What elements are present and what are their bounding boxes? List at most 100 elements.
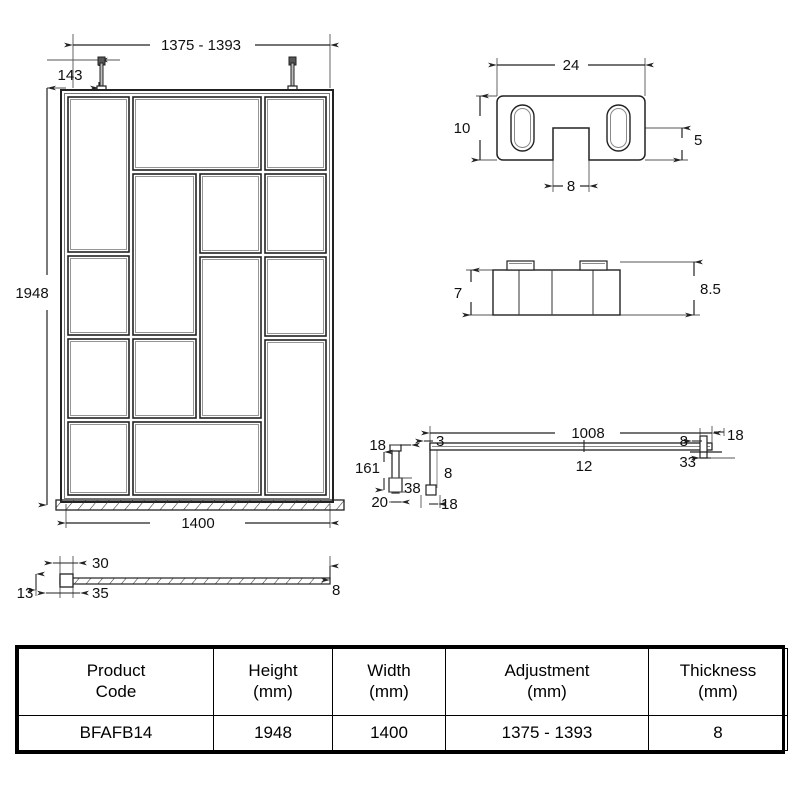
dim-base-profile-c-label: 35 (92, 585, 109, 602)
bracket-side-view: 7 8.5 (454, 259, 721, 318)
spec-table-header-row: Product Code Height (mm) Width (mm) Adju… (18, 648, 788, 716)
dim-base-width-label: 1400 (181, 515, 214, 532)
floor-hatch-band (55, 499, 345, 511)
bracket-slot-left (510, 104, 535, 152)
bracket-side-body (492, 269, 621, 316)
bracket-side-tab-left (506, 260, 535, 271)
spec-table-container: Product Code Height (mm) Width (mm) Adju… (15, 645, 788, 754)
dim-arm-left-height-label: 161 (355, 460, 380, 477)
pane-left-mid (67, 255, 130, 336)
dim-bracket-width: 24 (488, 57, 654, 74)
header-adjustment-line2: (mm) (527, 682, 567, 701)
header-adjustment-line1: Adjustment (504, 661, 590, 681)
dim-arm-right-bottom-label: 33 (679, 454, 696, 471)
base-profile-extension-lines (35, 556, 331, 598)
dim-bracket-right-label: 5 (694, 132, 702, 149)
dim-arm-vert-label: 8 (444, 465, 452, 482)
spec-table-head: Product Code Height (mm) Width (mm) Adju… (18, 648, 788, 716)
pane-far-right-upper (264, 173, 327, 254)
product-spec-table: Product Code Height (mm) Width (mm) Adju… (18, 648, 788, 751)
support-arm-body (425, 435, 722, 496)
dim-bracket-side-right-label: 8.5 (700, 281, 721, 298)
header-width: Width (mm) (332, 648, 446, 716)
dim-base-profile-d: 8 (321, 563, 340, 599)
support-arm-left-profile: 18 161 38 20 (355, 437, 421, 511)
glass-profile-bracket (59, 573, 74, 588)
dim-arm-top: 3 (415, 433, 444, 450)
dim-bracket-side-right: 8.5 (685, 259, 721, 318)
dim-bracket-height: 10 (454, 93, 489, 163)
pane-center-wide-top (132, 96, 262, 171)
header-thickness-line2: (mm) (698, 682, 738, 701)
cell-height: 1948 (213, 715, 333, 751)
dim-overall-height: 1948 (15, 85, 56, 508)
pane-center-bottom-wide (132, 421, 262, 496)
header-height-line2: (mm) (253, 682, 293, 701)
spec-table-body: BFAFB14 1948 1400 1375 - 1393 8 (18, 715, 788, 751)
dim-base-profile-a: 30 (44, 555, 109, 572)
dim-base-profile-a-label: 30 (92, 555, 109, 572)
support-arm-detail-view: 18 161 38 20 (355, 425, 744, 513)
dim-bracket-right: 5 (673, 125, 702, 163)
bracket-plan-view: 24 10 5 8 (454, 57, 703, 195)
dim-arm-right-top-label: 8 (680, 433, 688, 450)
bracket-side-tab-right (579, 260, 608, 271)
dim-top-offset-label: 143 (57, 67, 82, 84)
dim-base-profile-d-label: 8 (332, 582, 340, 599)
dim-top-offset: 143 (57, 57, 108, 91)
bracket-slot-right (606, 104, 631, 152)
dim-arm-length-label: 1008 (571, 425, 604, 442)
glass-profile-body (59, 577, 331, 585)
pane-center-tall (132, 173, 197, 336)
dim-arm-bottom: 18 (429, 496, 458, 513)
dim-bracket-height-label: 10 (454, 120, 471, 137)
dim-overall-height-label: 1948 (15, 285, 48, 302)
pane-center-lower (132, 338, 197, 419)
dim-arm-right-edge: 18 (714, 427, 744, 444)
pane-right-center-tall (199, 256, 262, 419)
dim-arm-length: 1008 (421, 425, 721, 442)
dim-arm-left-top-label: 18 (369, 437, 386, 454)
header-product-code-line2: Code (95, 682, 137, 701)
dim-arm-bottom-label: 18 (441, 496, 458, 513)
cell-thickness: 8 (648, 715, 788, 751)
header-width-line1: Width (367, 661, 411, 681)
dim-base-profile-b: 13 (17, 571, 45, 602)
screen-glazing-panes (67, 96, 327, 496)
header-height: Height (mm) (213, 648, 333, 716)
dim-base-profile-b-label: 13 (17, 585, 34, 602)
pane-far-right-mid (264, 256, 327, 337)
pane-right-center-upper (199, 173, 262, 254)
dim-arm-left-bottom-label: 20 (371, 494, 388, 511)
pane-far-right-top (264, 96, 327, 171)
panel-front-elevation: 1375 - 1393 143 1948 1400 (15, 34, 345, 532)
dim-bracket-side-left: 7 (454, 267, 480, 318)
pane-far-right-tall-bottom (264, 339, 327, 496)
pane-left-lower (67, 338, 130, 419)
header-product-code: Product Code (18, 648, 214, 716)
dim-bracket-width-label: 24 (563, 57, 580, 74)
header-thickness-line1: Thickness (679, 661, 757, 681)
dim-arm-left-block-label: 38 (404, 480, 421, 497)
base-profile-view: 30 13 35 8 (17, 555, 341, 602)
table-row: BFAFB14 1948 1400 1375 - 1393 8 (18, 715, 788, 751)
dim-arm-mid-label: 12 (576, 458, 593, 475)
cell-product-code: BFAFB14 (18, 715, 214, 751)
dim-arm-right-edge-label: 18 (727, 427, 744, 444)
dim-bracket-notch: 8 (544, 178, 598, 195)
cell-adjustment: 1375 - 1393 (445, 715, 649, 751)
header-height-line1: Height (248, 661, 298, 681)
dim-arm-mid: 12 (576, 440, 593, 475)
header-adjustment: Adjustment (mm) (445, 648, 649, 716)
header-thickness: Thickness (mm) (648, 648, 788, 716)
dim-top-adjustment-label: 1375 - 1393 (161, 37, 241, 54)
dim-bracket-side-left-label: 7 (454, 285, 462, 302)
dim-arm-right-bottom: 33 (679, 454, 711, 471)
header-product-code-line1: Product (86, 661, 146, 681)
pane-left-tall-upper (67, 96, 130, 253)
cell-width: 1400 (332, 715, 446, 751)
dim-arm-top-label: 3 (436, 433, 444, 450)
dim-bracket-notch-label: 8 (567, 178, 575, 195)
